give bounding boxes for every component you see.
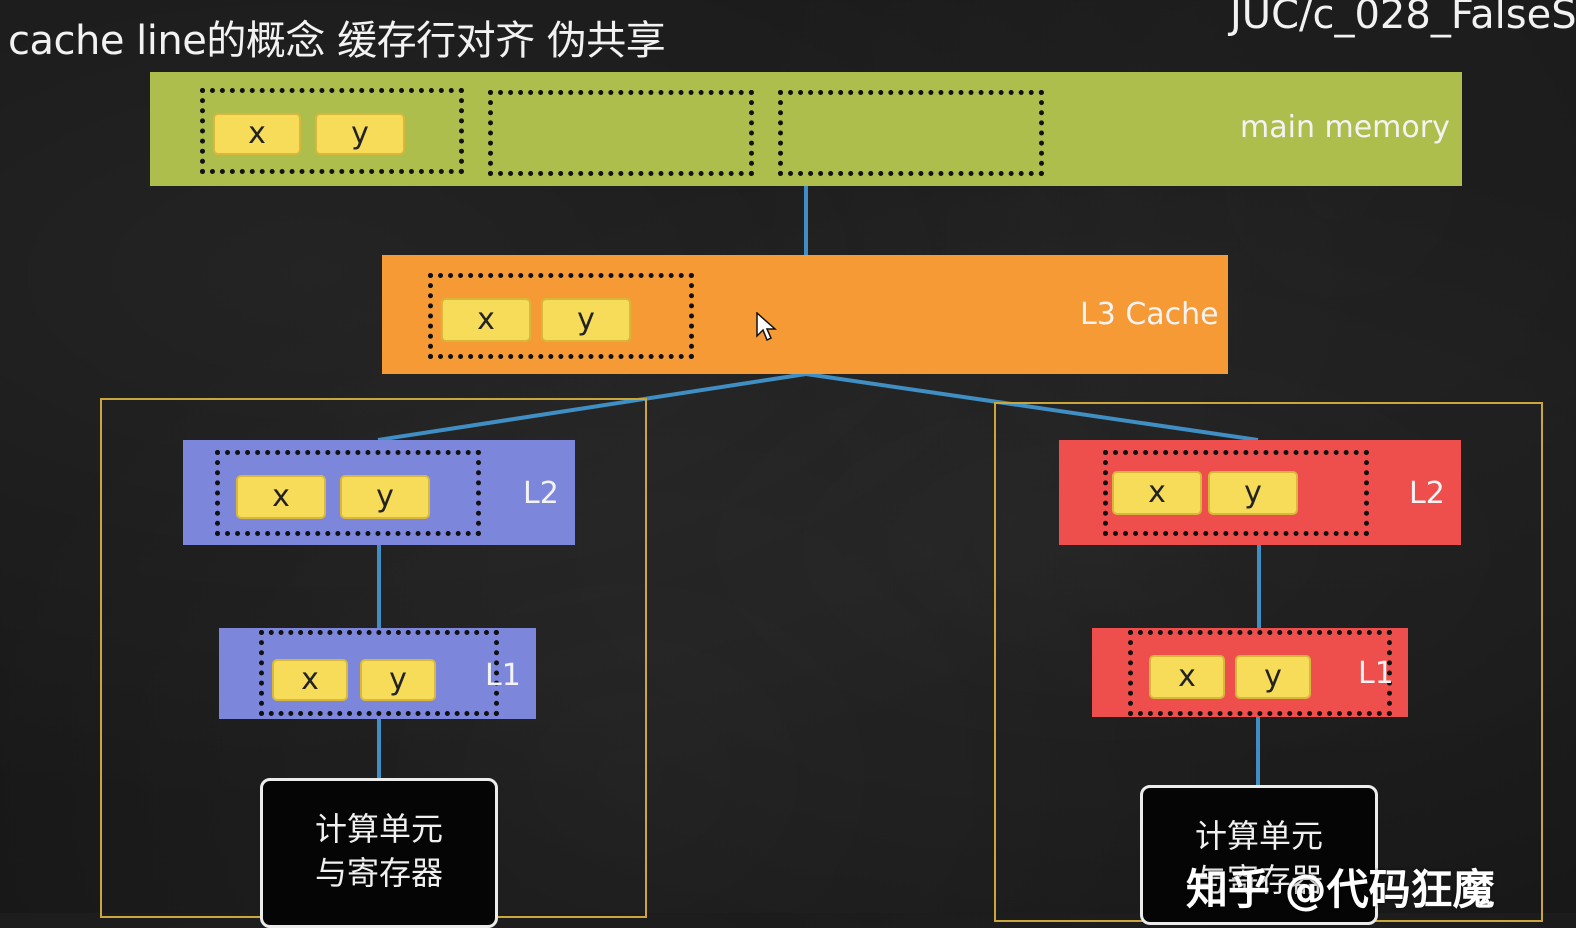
l3-cell-x: x xyxy=(441,298,531,342)
left-l2-cache: x y L2 xyxy=(183,440,575,545)
l3-cache-label: L3 Cache xyxy=(1080,297,1219,332)
slide-title: cache line的概念 缓存行对齐 伪共享 xyxy=(8,18,666,64)
main-memory-bar: x y main memory xyxy=(150,72,1462,186)
left-l2-label: L2 xyxy=(523,476,559,511)
right-unit-line-2: 与寄存器 xyxy=(1194,861,1323,899)
right-l2-label: L2 xyxy=(1409,476,1445,511)
right-l1-cell-y: y xyxy=(1235,655,1311,699)
right-l2-cache-line: x y xyxy=(1103,450,1369,536)
connector-l3-left-l2 xyxy=(377,372,807,442)
corner-code-path: JUC/c_028_FalseS xyxy=(1230,0,1576,38)
watermark-text: 知乎 @代码狂魔 xyxy=(1186,865,1495,914)
left-l1-cell-y: y xyxy=(360,659,436,701)
left-l1-cache-line: x y xyxy=(259,630,499,716)
memory-cell-y: y xyxy=(315,113,405,155)
memory-cell-x: x xyxy=(213,113,301,155)
left-l2-cache-line: x y xyxy=(215,450,481,536)
memory-cache-line-2 xyxy=(488,90,754,176)
left-l2-cell-x: x xyxy=(236,475,326,519)
left-l1-cache: x y L1 xyxy=(219,628,536,719)
l3-cell-y: y xyxy=(541,298,631,342)
left-unit-line-1: 计算单元 xyxy=(314,810,443,848)
l3-cache-bar: x y L3 Cache xyxy=(382,255,1228,374)
right-l2-cache: x y L2 xyxy=(1059,440,1461,545)
right-l1-cell-x: x xyxy=(1149,655,1225,699)
right-l1-label: L1 xyxy=(1358,656,1394,691)
right-l2-cell-y: y xyxy=(1208,471,1298,515)
connector-l3-right-l2 xyxy=(805,372,1259,442)
left-compute-unit: 计算单元 与寄存器 xyxy=(260,778,498,928)
left-l1-cell-x: x xyxy=(272,659,348,701)
right-l1-cache: x y L1 xyxy=(1092,628,1408,717)
mouse-pointer-icon xyxy=(756,312,777,342)
right-unit-line-1: 计算单元 xyxy=(1194,817,1323,855)
memory-cache-line-3 xyxy=(778,90,1044,176)
memory-cache-line-1: x y xyxy=(200,88,464,174)
left-unit-line-2: 与寄存器 xyxy=(314,854,443,892)
left-l2-cell-y: y xyxy=(340,475,430,519)
right-l1-cache-line: x y xyxy=(1128,630,1392,716)
main-memory-label: main memory xyxy=(1240,110,1450,145)
right-l2-cell-x: x xyxy=(1112,471,1202,515)
left-l1-label: L1 xyxy=(485,658,521,693)
l3-cache-line: x y xyxy=(428,273,694,359)
